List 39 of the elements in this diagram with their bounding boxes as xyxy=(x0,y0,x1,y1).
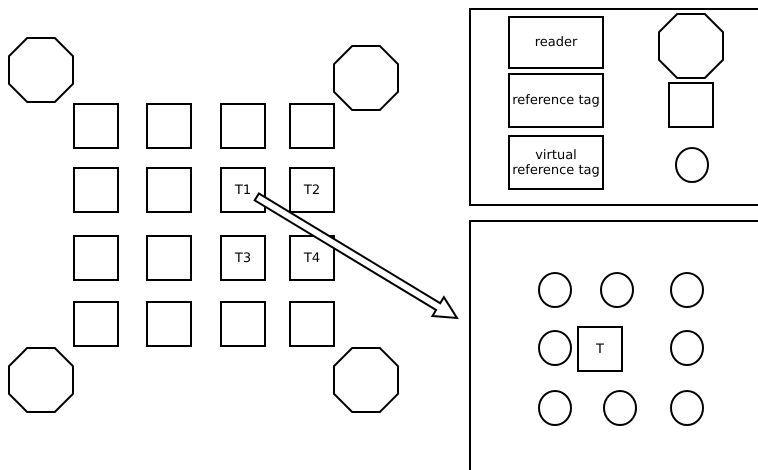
panel-frame xyxy=(469,220,758,470)
hollow-arrow xyxy=(253,192,459,320)
octagon-symbol xyxy=(333,347,399,413)
tag-square xyxy=(577,326,623,372)
tag-label: T xyxy=(596,342,604,356)
circle-symbol xyxy=(670,390,704,426)
legend-label: reference tag xyxy=(508,73,604,128)
square-symbol xyxy=(289,103,335,149)
square-symbol xyxy=(220,301,266,347)
tag-square xyxy=(220,235,266,281)
square-symbol xyxy=(220,103,266,149)
tag-square xyxy=(220,167,266,213)
square-symbol xyxy=(73,167,119,213)
circle-symbol xyxy=(670,272,704,308)
octagon-symbol xyxy=(8,37,74,103)
octagon-symbol xyxy=(8,347,74,413)
square-symbol xyxy=(146,167,192,213)
circle-symbol xyxy=(538,390,572,426)
legend-label: virtual reference tag xyxy=(508,135,604,190)
square-symbol xyxy=(289,301,335,347)
tag-label: T1 xyxy=(234,182,252,198)
tag-label: T3 xyxy=(234,250,252,266)
tag-label: T2 xyxy=(304,182,320,198)
circle-symbol xyxy=(538,272,572,308)
circle-symbol xyxy=(538,330,572,366)
square-symbol xyxy=(73,235,119,281)
square-symbol xyxy=(146,235,192,281)
square-symbol xyxy=(146,103,192,149)
square-symbol xyxy=(73,103,119,149)
tag-label: T4 xyxy=(304,250,320,266)
circle-symbol xyxy=(603,390,637,426)
square-symbol xyxy=(146,301,192,347)
circle-symbol xyxy=(600,272,634,308)
circle-symbol xyxy=(670,330,704,366)
legend-label: reader xyxy=(508,16,604,69)
square-symbol xyxy=(73,301,119,347)
octagon-symbol xyxy=(333,45,399,111)
tag-square xyxy=(289,235,335,281)
tag-square xyxy=(289,167,335,213)
